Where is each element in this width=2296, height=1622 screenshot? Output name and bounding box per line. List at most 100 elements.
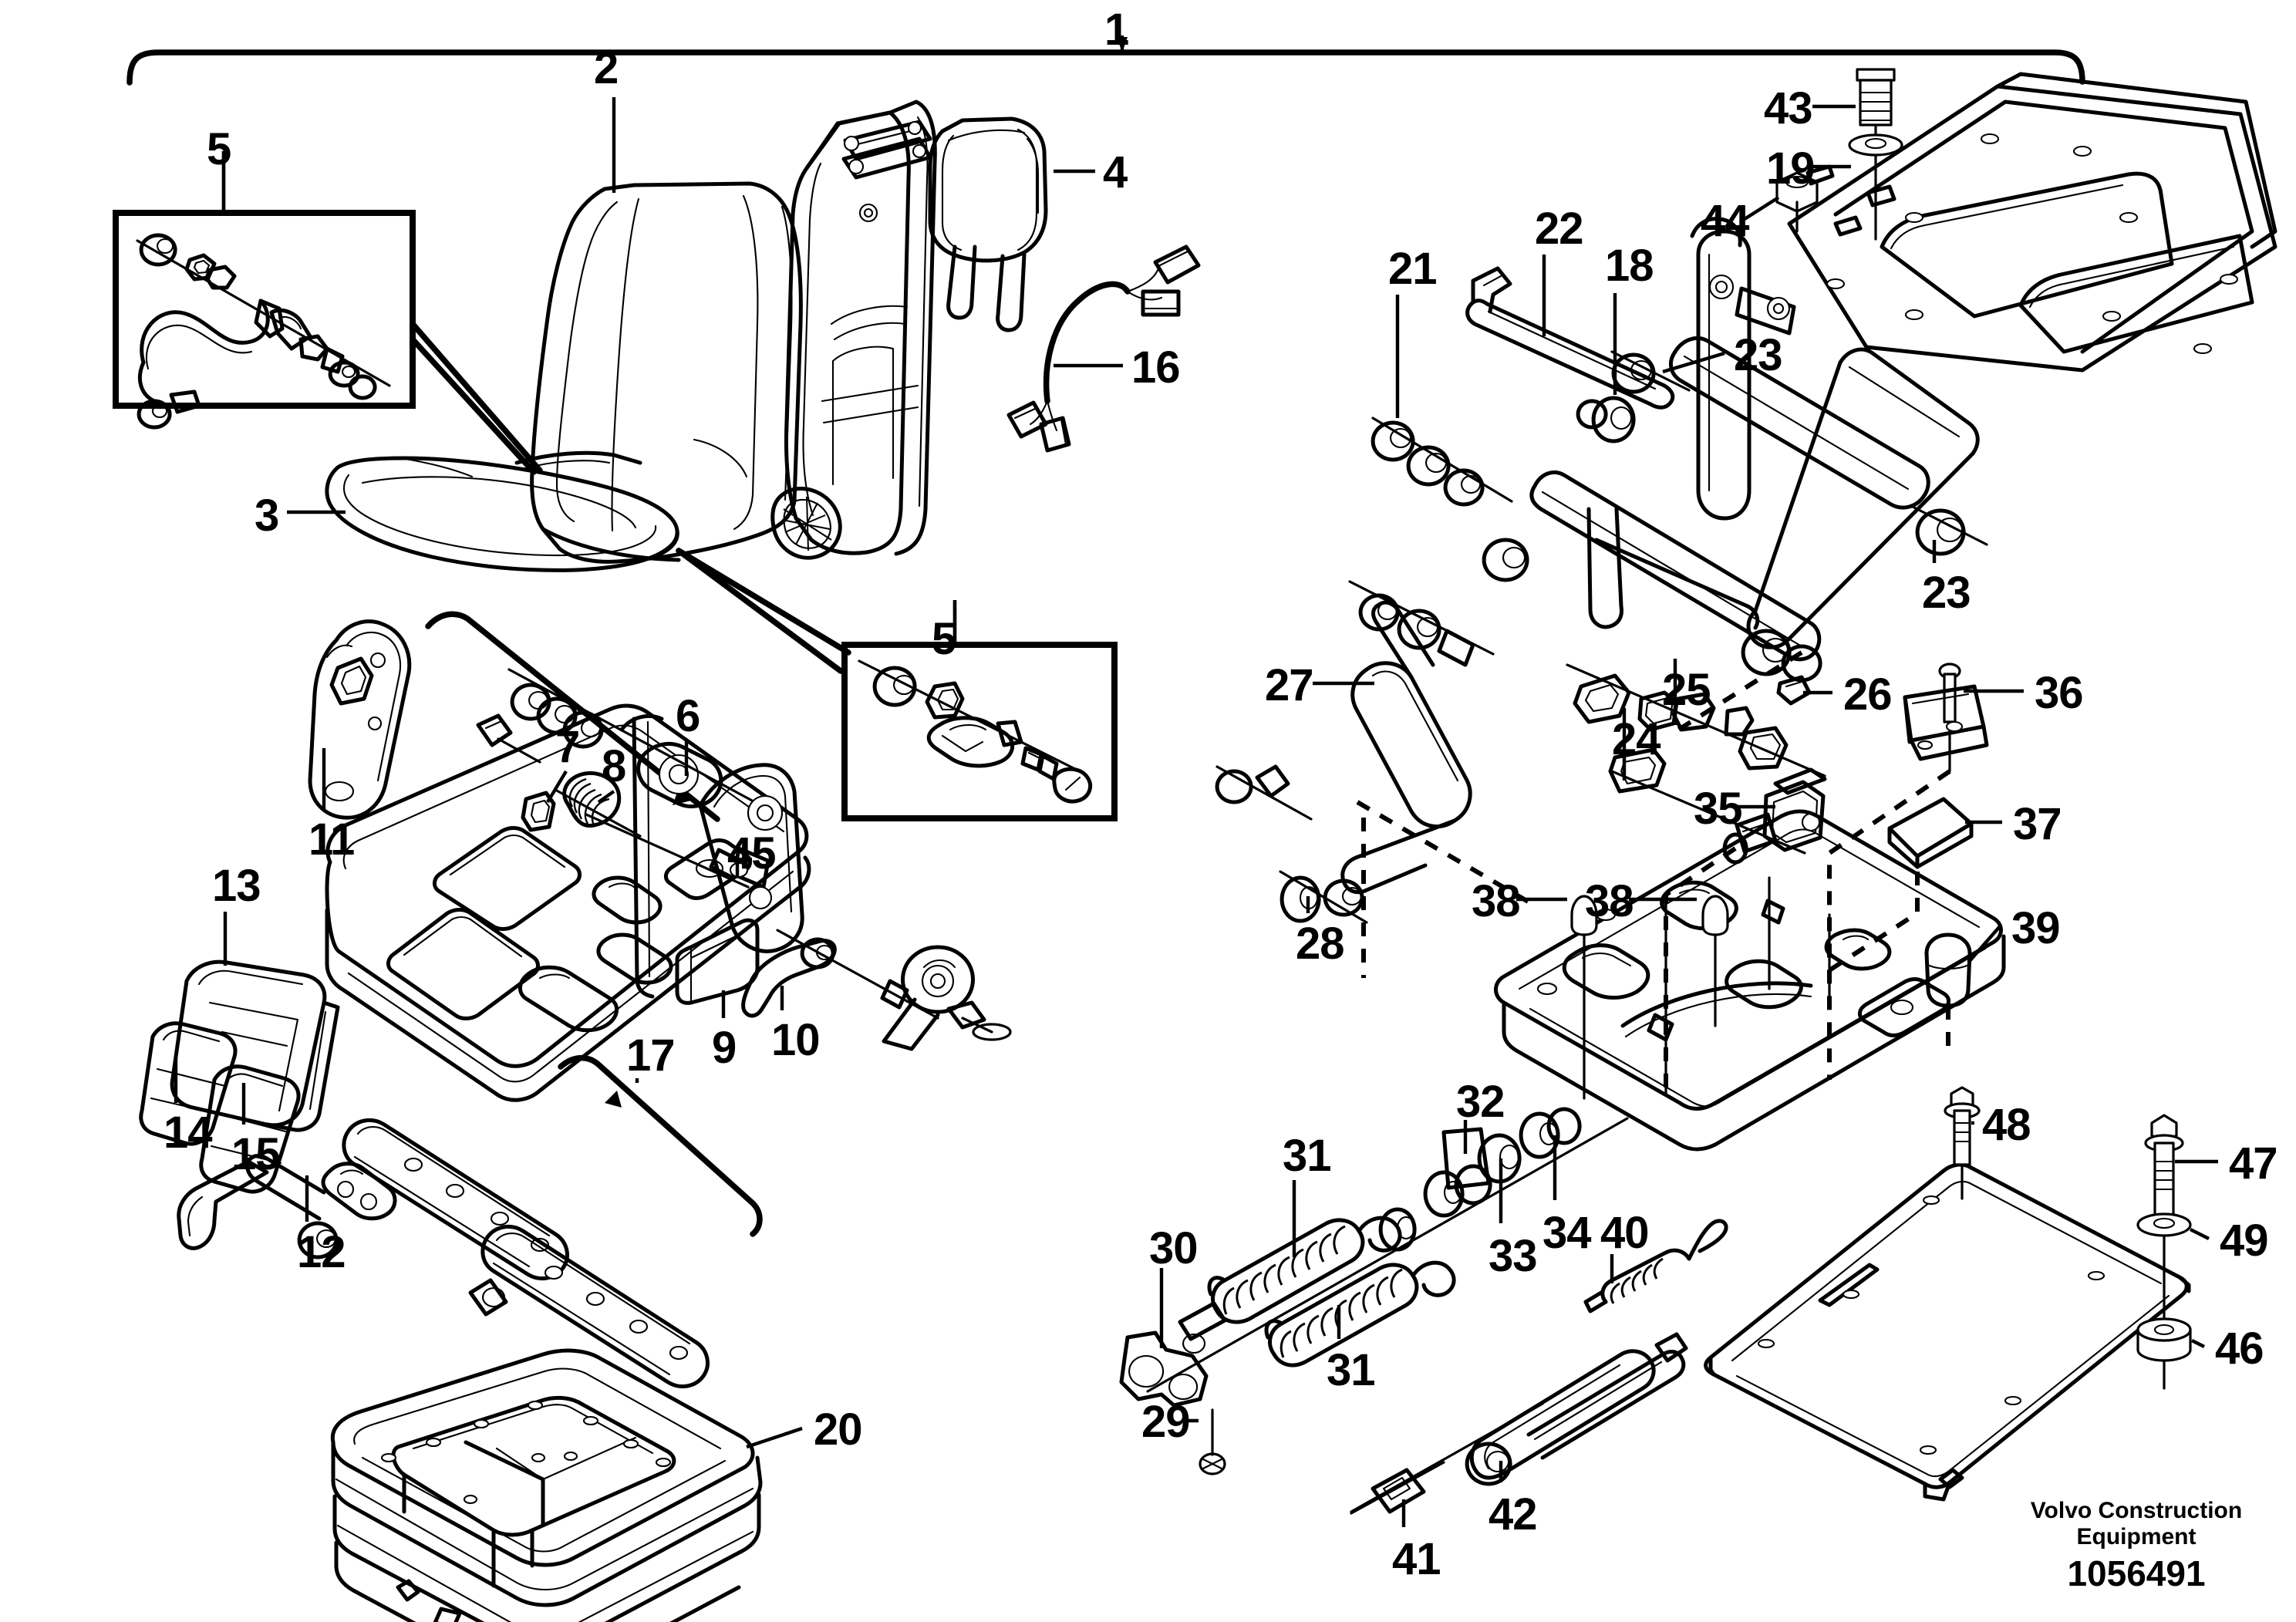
spring-anchor-screw-29 [1199,1408,1226,1475]
callout-13: 13 [212,861,261,911]
callout-16: 16 [1131,342,1181,393]
mount-nut-44 [1775,164,1835,233]
small-hardware-right [1722,663,1989,1008]
wear-pad-37 [1887,797,1974,869]
callout-31-a: 31 [1283,1131,1332,1181]
spring-linkage-assembly [1119,1107,1728,1515]
callout-32: 32 [1456,1077,1505,1127]
callout-5-left: 5 [207,124,231,174]
tension-spring-31-a [1178,1216,1402,1354]
callout-3: 3 [255,491,279,541]
callout-34: 34 [1542,1208,1592,1258]
seat-bottom-cushion [325,450,679,572]
slide-release-handle [177,1159,269,1250]
callout-44: 44 [1701,196,1750,246]
footer: Volvo Construction Equipment 1056491 [2005,1498,2267,1593]
frame-screw-45 [585,813,750,889]
short-bolt-48 [1944,1086,1981,1200]
guide-stud-38-a [1570,895,1598,1100]
callout-6: 6 [676,691,700,741]
drawing-number: 1056491 [2067,1553,2206,1593]
seat-back-cushion [530,99,937,564]
callout-26: 26 [1843,669,1893,720]
footer-company-line-1: Volvo Construction [2030,1498,2243,1523]
recliner-washer-stack [507,668,765,838]
rubber-spacer-46 [2136,1317,2192,1362]
callout-39: 39 [2011,903,2061,953]
mount-washer-19 [1848,133,1903,157]
callout-29: 29 [1141,1397,1191,1447]
rod-clip-41 [1350,1461,1445,1515]
base-cover-plate [1704,1086,2192,1502]
callout-11: 11 [308,814,355,865]
recline-knob [882,945,1012,1051]
assembly-bracket-1 [126,35,2085,86]
callout-33: 33 [1489,1231,1538,1281]
seat-slide-rails [177,1054,763,1389]
callout-23-lower: 23 [1922,568,1971,618]
callout-47: 47 [2229,1138,2278,1189]
long-bolt-47 [2144,1114,2184,1390]
recliner-side-cover [308,619,412,820]
callout-23-upper: 23 [1734,330,1783,380]
scissor-mechanism-upper [1371,68,2277,683]
callout-15: 15 [231,1129,281,1179]
callout-7: 7 [555,722,580,772]
pivot-bushings-21 [1371,416,1513,507]
lever-cap-9 [675,918,760,1005]
wiring-harness [1006,244,1201,453]
callout-27: 27 [1265,660,1314,710]
callout-18: 18 [1605,241,1654,291]
mount-bolt-43 [1856,68,1896,241]
callout-21: 21 [1388,244,1438,294]
callout-45: 45 [727,828,777,878]
spring-guide-plate-32 [1423,1127,1492,1218]
callout-35: 35 [1694,784,1743,834]
callout-31-b: 31 [1327,1345,1376,1395]
lower-base-frame [1356,650,2006,1152]
guide-stud-38-b [1701,895,1729,1027]
callout-17: 17 [626,1030,676,1081]
callout-48: 48 [1982,1100,2031,1150]
callout-10: 10 [771,1015,821,1065]
callout-46: 46 [2215,1324,2264,1374]
callout-40: 40 [1600,1208,1650,1258]
footer-company-line-2: Equipment [2076,1524,2197,1549]
callout-41: 41 [1392,1534,1441,1584]
callout-42: 42 [1489,1489,1538,1539]
callout-20: 20 [814,1404,863,1455]
headrest [928,116,1048,332]
torsion-spring-40 [1583,1219,1728,1313]
callout-1: 1 [1104,5,1129,55]
callout-19: 19 [1766,143,1816,194]
side-trim-panels [139,959,340,1194]
callout-4: 4 [1103,147,1128,197]
callout-30: 30 [1149,1223,1199,1273]
tension-spring-31-b [1264,1260,1456,1367]
roller-23-upper [1610,350,1691,394]
callout-43: 43 [1764,83,1813,133]
callout-12: 12 [297,1227,346,1277]
callout-28: 28 [1296,919,1345,969]
callout-5-right: 5 [932,614,956,664]
scissor-pivot-washer-18 [1576,396,1636,443]
callout-24: 24 [1612,714,1661,764]
callout-37: 37 [2013,799,2062,849]
callout-8: 8 [602,741,626,791]
seat-frame-pan [325,611,1012,1102]
flat-washer-49 [2136,1212,2192,1237]
callout-38-a: 38 [1472,876,1521,926]
callout-14: 14 [164,1108,213,1158]
spring-washer-34 [1519,1107,1582,1159]
gas-damper-27 [1215,580,1495,924]
detail-box-seatbelt-left [113,151,416,430]
callout-38-b: 38 [1585,876,1634,926]
callout-36: 36 [2035,668,2084,718]
callout-49: 49 [2220,1216,2269,1266]
callout-22: 22 [1535,204,1584,254]
leader-lines [174,97,2218,1527]
suspension-bellows-20 [330,1348,763,1622]
callout-2: 2 [594,43,619,93]
